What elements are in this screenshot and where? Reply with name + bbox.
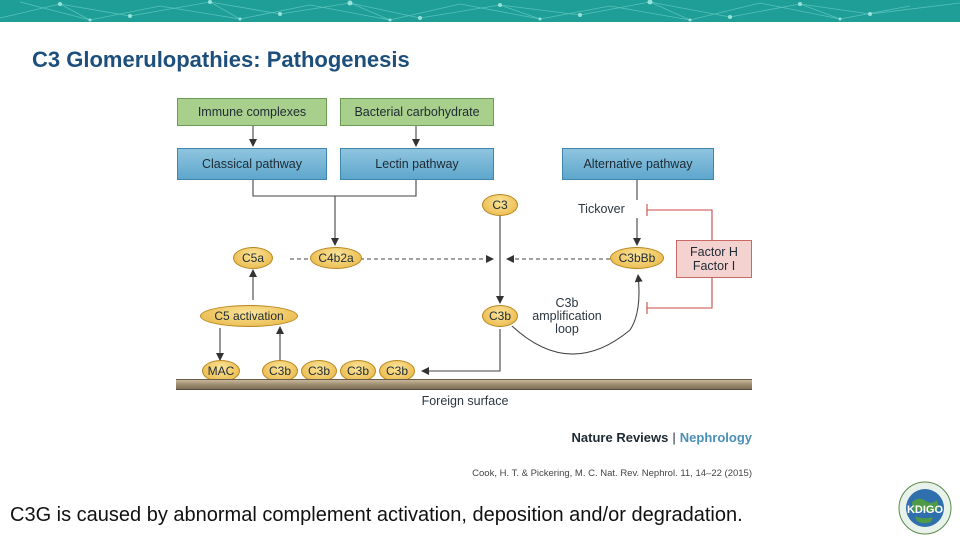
journal-separator: | xyxy=(672,430,676,445)
tickover-label: Tickover xyxy=(578,202,625,216)
alternative-pathway-box: Alternative pathway xyxy=(562,148,714,180)
c5-activation-node: C5 activation xyxy=(200,305,298,327)
amplification-loop-curve xyxy=(511,274,643,355)
inhibition-c3b-amplification xyxy=(647,278,713,309)
diagram-connectors xyxy=(216,126,713,375)
journal-name: Nature Reviews xyxy=(571,430,669,445)
foreign-surface-bar xyxy=(176,379,752,390)
logo-text: KDIGO xyxy=(907,504,944,516)
lectin-pathway-box: Lectin pathway xyxy=(340,148,494,180)
inhibition-tickover xyxy=(647,209,713,240)
network-pattern xyxy=(0,0,960,22)
c3b-node: C3b xyxy=(482,305,518,327)
c5a-node: C5a xyxy=(233,247,273,269)
amplification-loop-label: C3b amplification loop xyxy=(532,296,602,336)
bacterial-carbohydrate-box: Bacterial carbohydrate xyxy=(340,98,494,126)
factor-i-label: Factor I xyxy=(692,259,736,273)
merge-classical-lectin xyxy=(252,180,417,197)
globe-icon: KDIGO xyxy=(898,481,952,535)
c3b-deposit-3: C3b xyxy=(340,360,376,382)
pathogenesis-diagram: Immune complexes Bacterial carbohydrate … xyxy=(160,90,760,485)
immune-complexes-box: Immune complexes xyxy=(177,98,327,126)
slide-caption: C3G is caused by abnormal complement act… xyxy=(10,504,743,526)
c3bbb-node: C3bBb xyxy=(610,247,664,269)
kdigo-logo: KDIGO xyxy=(895,478,955,538)
c3b-deposit-4: C3b xyxy=(379,360,415,382)
factor-h-label: Factor H xyxy=(690,245,738,259)
journal-credit: Nature Reviews|Nephrology xyxy=(572,430,752,445)
classical-pathway-box: Classical pathway xyxy=(177,148,327,180)
arrow-c3b-to-surface xyxy=(421,329,501,375)
factor-h-i-box: Factor H Factor I xyxy=(676,240,752,278)
c3-node: C3 xyxy=(482,194,518,216)
foreign-surface-label: Foreign surface xyxy=(421,394,509,408)
slide-title: C3 Glomerulopathies: Pathogenesis xyxy=(32,47,410,72)
c3b-deposit-1: C3b xyxy=(262,360,298,382)
top-banner xyxy=(0,0,960,22)
c4b2a-node: C4b2a xyxy=(310,247,362,269)
citation: Cook, H. T. & Pickering, M. C. Nat. Rev.… xyxy=(472,468,752,479)
journal-section: Nephrology xyxy=(679,430,752,445)
